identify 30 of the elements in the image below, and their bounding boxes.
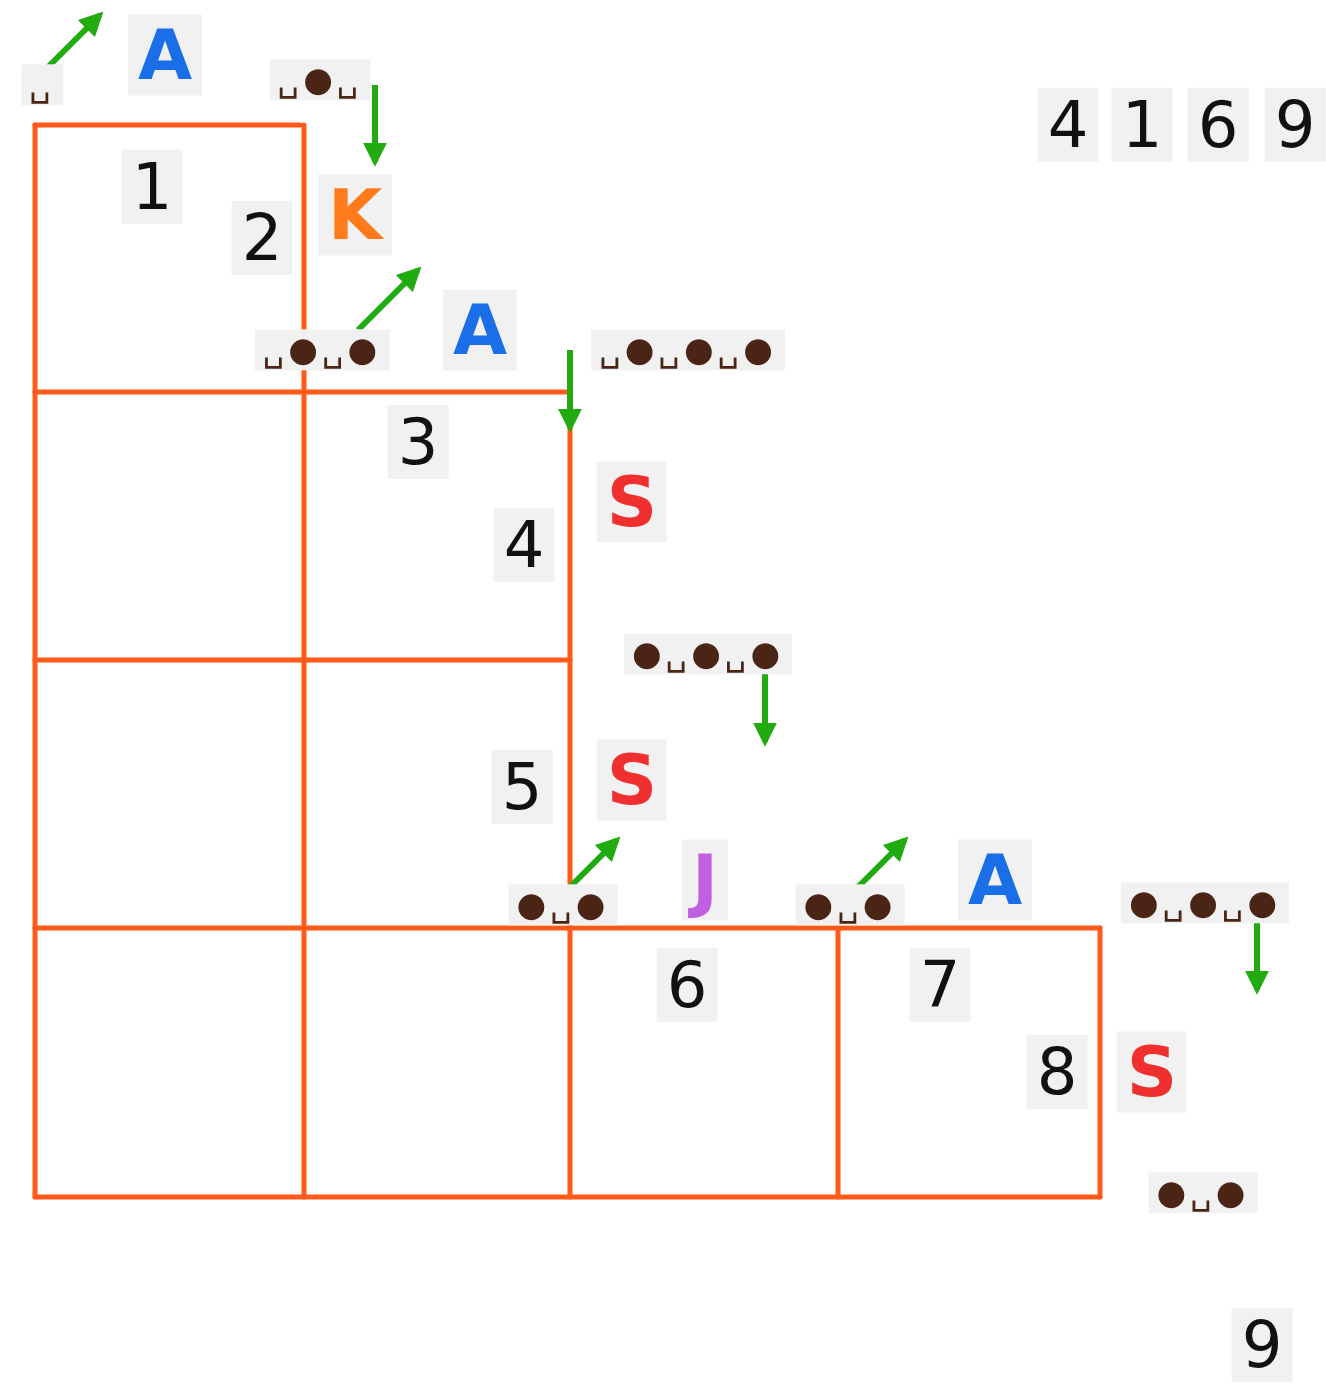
step-number: 8 <box>1026 1034 1088 1110</box>
symbol-sequence: ●␣● <box>508 884 618 926</box>
step-number: 1 <box>121 149 183 225</box>
letter-label: S <box>596 739 668 821</box>
step-number: 3 <box>387 404 449 480</box>
letter-label: A <box>442 289 518 371</box>
letter-label: A <box>127 14 203 96</box>
step-number: 9 <box>1264 87 1326 163</box>
letter-label: A <box>957 839 1033 921</box>
symbol-sequence: ␣●␣● <box>254 329 390 371</box>
letter-label: S <box>596 461 668 543</box>
symbol-sequence: ␣●␣ <box>269 59 371 101</box>
symbol-sequence: ●␣● <box>1148 1172 1258 1214</box>
symbol-sequence: ●␣● <box>795 884 905 926</box>
step-number: 1 <box>1111 87 1173 163</box>
step-number: 4 <box>493 507 555 583</box>
symbol-sequence: ●␣●␣● <box>1120 882 1290 924</box>
step-number: 7 <box>909 947 971 1023</box>
step-number: 4 <box>1037 87 1099 163</box>
step-number: 9 <box>1231 1307 1293 1383</box>
letter-label: S <box>1116 1031 1188 1113</box>
step-number: 6 <box>656 947 718 1023</box>
symbol-sequence: ␣ <box>21 64 63 106</box>
symbol-sequence: ␣●␣●␣● <box>591 329 785 371</box>
letter-label: K <box>317 174 393 256</box>
step-number: 2 <box>231 200 293 276</box>
step-number: 5 <box>491 749 553 825</box>
step-number: 6 <box>1187 87 1249 163</box>
letter-label: J <box>682 839 728 921</box>
symbol-sequence: ●␣●␣● <box>623 633 793 675</box>
